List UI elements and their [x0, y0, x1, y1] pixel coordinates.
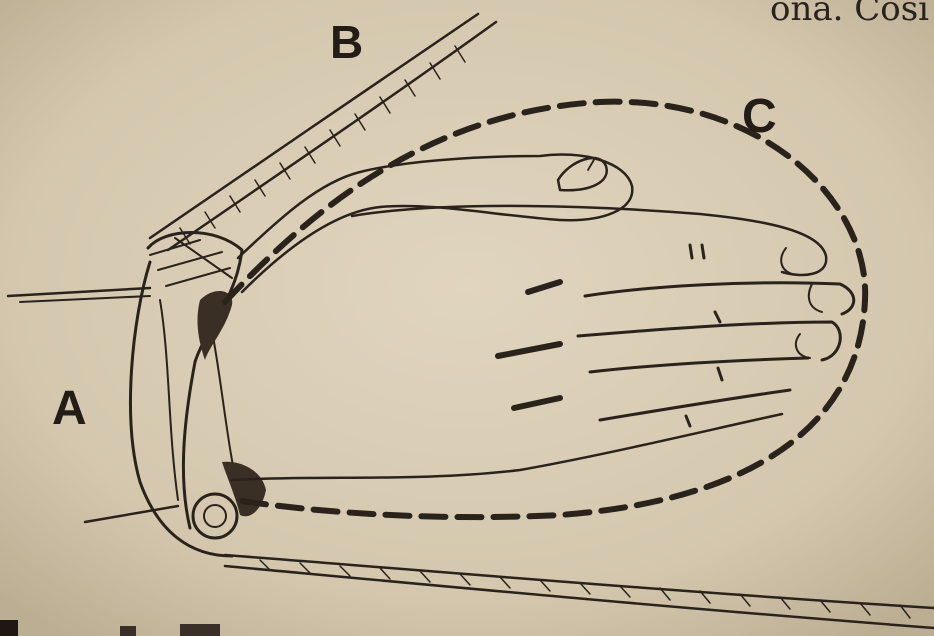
label-b: B [330, 16, 363, 68]
label-a: A [52, 382, 87, 435]
page-text-fragment: ona. Così f [770, 0, 934, 29]
label-c: C [742, 90, 777, 143]
